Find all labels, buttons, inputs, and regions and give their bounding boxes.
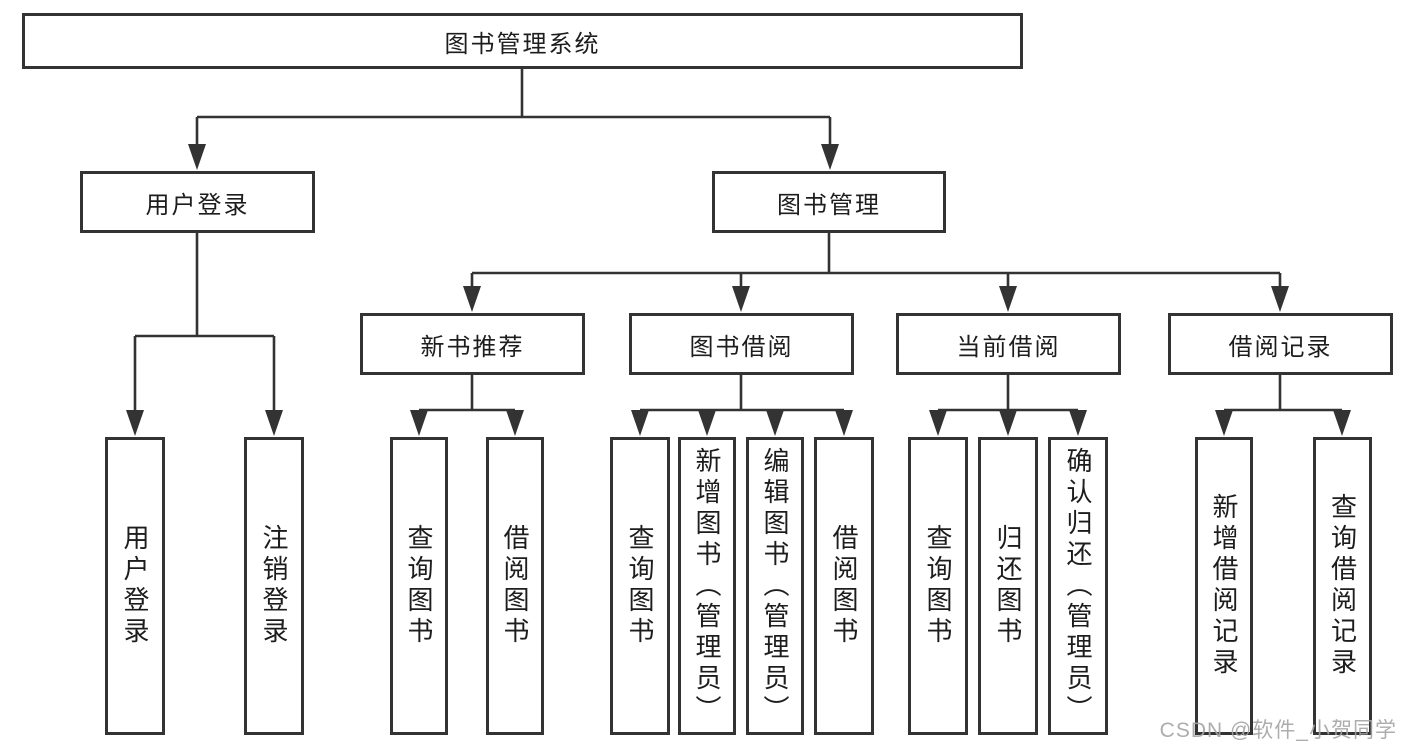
node-current-borrow: 当前借阅 bbox=[896, 313, 1121, 375]
leaf-return-book: 归还图书 bbox=[978, 437, 1038, 735]
node-label: 借阅图书 bbox=[500, 524, 530, 648]
node-label: 查询图书 bbox=[923, 524, 953, 648]
leaf-query-borrow-record: 查询借阅记录 bbox=[1313, 437, 1372, 735]
node-label: 编辑图书（管理员） bbox=[760, 446, 790, 726]
leaf-borrow-books-recommend: 借阅图书 bbox=[486, 437, 544, 735]
node-label: 新增借阅记录 bbox=[1209, 493, 1239, 679]
leaf-add-borrow-record: 新增借阅记录 bbox=[1195, 437, 1253, 735]
node-label: 借阅记录 bbox=[1228, 333, 1333, 361]
node-label: 新增图书（管理员） bbox=[692, 446, 722, 726]
csdn-watermark: CSDN @软件_小贺同学 bbox=[1159, 719, 1397, 742]
node-label: 归还图书 bbox=[993, 524, 1023, 648]
leaf-edit-book-admin: 编辑图书（管理员） bbox=[746, 437, 804, 735]
node-label: 查询借阅记录 bbox=[1327, 493, 1358, 679]
leaf-add-book-admin: 新增图书（管理员） bbox=[678, 437, 736, 735]
leaf-query-books-borrow: 查询图书 bbox=[610, 437, 670, 735]
leaf-user-login: 用户登录 bbox=[105, 437, 165, 735]
node-borrow-records: 借阅记录 bbox=[1168, 313, 1393, 375]
node-system-root: 图书管理系统 bbox=[22, 13, 1023, 69]
node-label: 查询图书 bbox=[404, 524, 434, 648]
leaf-borrow-books: 借阅图书 bbox=[814, 437, 874, 735]
node-label: 图书管理系统 bbox=[444, 30, 601, 58]
node-label: 借阅图书 bbox=[829, 524, 859, 648]
node-label: 新书推荐 bbox=[420, 333, 525, 361]
node-label: 注销登录 bbox=[259, 524, 289, 648]
node-label: 用户登录 bbox=[145, 191, 250, 219]
node-label: 用户登录 bbox=[120, 524, 150, 648]
node-label: 当前借阅 bbox=[956, 333, 1061, 361]
node-label: 图书借阅 bbox=[689, 333, 794, 361]
leaf-confirm-return-admin: 确认归还（管理员） bbox=[1048, 437, 1108, 735]
node-book-management-branch: 图书管理 bbox=[712, 171, 946, 233]
node-label: 查询图书 bbox=[625, 524, 655, 648]
leaf-query-books-current: 查询图书 bbox=[908, 437, 968, 735]
node-new-book-recommend: 新书推荐 bbox=[360, 313, 585, 375]
node-book-borrow: 图书借阅 bbox=[629, 313, 854, 375]
leaf-query-books-recommend: 查询图书 bbox=[390, 437, 448, 735]
leaf-logout: 注销登录 bbox=[244, 437, 304, 735]
node-label: 图书管理 bbox=[777, 191, 881, 219]
node-user-login-branch: 用户登录 bbox=[80, 171, 315, 233]
node-label: 确认归还（管理员） bbox=[1063, 446, 1093, 726]
